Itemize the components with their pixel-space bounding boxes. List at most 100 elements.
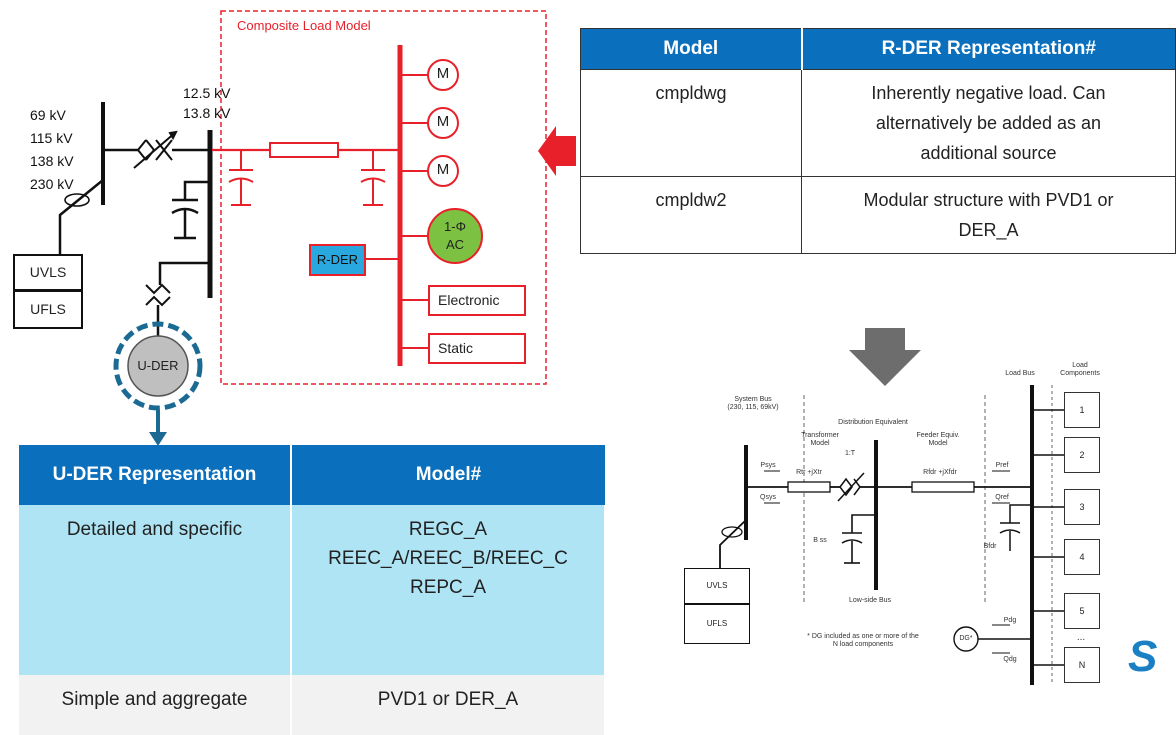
rder-rep-line: alternatively be added as an [875, 113, 1102, 133]
ac-label-ac: AC [445, 237, 465, 252]
load-component-n: N [1064, 647, 1100, 683]
distribution-equivalent-label: Distribution Equivalent [838, 419, 908, 426]
rder-rep-cell: Modular structure with PVD1 or DER_A [801, 176, 1176, 254]
uder-dashed-ring [113, 321, 203, 411]
uder-rep-cell: Simple and aggregate [19, 675, 292, 735]
down-blue-arrow-icon [149, 432, 167, 446]
uder-icon [127, 335, 189, 397]
static-load-box: Static [428, 333, 526, 364]
ac-motor-icon [427, 208, 483, 264]
voltage-13-8: 13.8 kV [183, 105, 231, 121]
left-one-line-diagram [58, 10, 576, 446]
components-ellipsis: ... [1076, 632, 1086, 643]
motor-label-3: M [436, 161, 450, 178]
load-component-4: 4 [1064, 539, 1100, 575]
transformer-model-line: Model [810, 440, 830, 447]
uder-model-cell: REGC_A REEC_A/REEC_B/REEC_C REPC_A [291, 505, 606, 675]
motor-icon-3 [427, 155, 459, 187]
load-components-label: Load Components [1055, 362, 1105, 378]
transformer-model-label: Transformer Model [795, 432, 845, 448]
uder-model-line: REEC_A/REEC_B/REEC_C [328, 548, 568, 569]
uvls-box-right: UVLS [684, 568, 750, 604]
low-side-bus-label: Low-side Bus [848, 597, 892, 604]
rder-rep-line: Modular structure with PVD1 or [863, 190, 1114, 210]
rder-table-header-rep: R-DER Representation# [801, 28, 1176, 70]
load-component-2: 2 [1064, 437, 1100, 473]
uder-model-line: PVD1 or DER_A [377, 689, 519, 710]
dg-p-label: Pdg [1003, 617, 1017, 624]
uder-label: U-DER [137, 358, 179, 373]
load-component-5: 5 [1064, 593, 1100, 629]
lv-capacitor-icon [171, 180, 210, 240]
uder-table: U-DER Representation Model# Detailed and… [19, 445, 606, 735]
tap-label: 1:T [844, 450, 856, 457]
feeder-impedance-label: Rfdr +jXfdr [923, 469, 957, 476]
sys-q-label: Qsys [760, 494, 776, 501]
sys-p-label: Psys [760, 462, 776, 469]
uder-rep-cell: Detailed and specific [19, 505, 292, 675]
dg-note-line: * DG included as one or more of the [807, 633, 919, 640]
system-bus-line: System Bus [734, 396, 772, 403]
uder-table-header-model: Model# [291, 445, 605, 505]
composite-load-model-box [220, 10, 547, 385]
table-row: Detailed and specific REGC_A REEC_A/REEC… [19, 505, 606, 675]
rder-rep-line: DER_A [958, 220, 1019, 240]
motor-label-2: M [436, 113, 450, 130]
voltage-69: 69 kV [30, 107, 66, 123]
system-bus-line: (230, 115, 69kV) [727, 404, 779, 411]
cmpldw-diagram [719, 385, 1065, 685]
feeder-model-label: Feeder Equiv. Model [908, 432, 968, 448]
feeder-impedance-right [911, 481, 975, 493]
transformer-model-line: Transformer [801, 432, 839, 439]
rder-rep-line: Inherently negative load. Can [871, 83, 1106, 103]
rder-rep-cell: Inherently negative load. Can alternativ… [801, 69, 1176, 177]
composite-load-model-title: Composite Load Model [237, 18, 371, 33]
feeder-model-line: Feeder Equiv. [916, 432, 960, 439]
ac-label-phase: 1-Φ [444, 219, 466, 234]
voltage-230: 230 kV [30, 176, 74, 192]
rder-table: Model R-DER Representation# cmpldwg Inhe… [580, 28, 1176, 254]
hv-voltage-labels: 69 kV 115 kV 138 kV 230 kV [30, 104, 74, 196]
load-bus-label: Load Bus [1005, 370, 1035, 377]
motor-label-1: M [436, 65, 450, 82]
xf-impedance [787, 481, 831, 493]
rder-table-header-model: Model [580, 28, 803, 70]
feeder-capacitor-icon-1 [228, 150, 254, 206]
load-components-line: Components [1060, 370, 1100, 377]
feeder-b-label: Bfdr [983, 543, 997, 550]
rder-model-cell: cmpldw2 [580, 176, 802, 254]
rder-box: R-DER [309, 244, 366, 276]
xf-impedance-label: Rtr +jXtr [796, 469, 822, 476]
down-gray-arrow-icon [849, 328, 921, 386]
rder-rep-line: additional source [920, 143, 1057, 163]
voltage-138: 138 kV [30, 153, 74, 169]
load-components-line: Load [1072, 362, 1088, 369]
voltage-115: 115 kV [30, 130, 73, 146]
feeder-capacitor-icon-2 [360, 150, 386, 206]
transformer-symbol [133, 130, 178, 169]
motor-icon-2 [427, 107, 459, 139]
motor-icon-1 [427, 59, 459, 91]
dg-note: * DG included as one or more of the N lo… [778, 633, 948, 649]
lv-voltage-labels: 12.5 kV 13.8 kV [183, 83, 230, 123]
feeder-impedance [269, 142, 339, 158]
load-component-3: 3 [1064, 489, 1100, 525]
rder-model-cell: cmpldwg [580, 69, 802, 177]
uder-model-line: REPC_A [409, 577, 487, 598]
uder-model-line: REGC_A [408, 519, 488, 540]
load-q-label: Qref [995, 494, 1009, 501]
load-p-label: Pref [995, 462, 1009, 469]
shunt-b-label: B ss [813, 537, 827, 544]
hv-feed-line [58, 179, 104, 255]
load-component-1: 1 [1064, 392, 1100, 428]
table-row: cmpldw2 Modular structure with PVD1 or D… [580, 176, 1176, 254]
voltage-12-5: 12.5 kV [183, 85, 231, 101]
electronic-load-box: Electronic [428, 285, 526, 316]
ufls-box-right: UFLS [684, 604, 750, 644]
logo-fragment: S [1128, 637, 1158, 677]
table-row: Simple and aggregate PVD1 or DER_A [19, 675, 606, 735]
ct-ring [64, 193, 90, 207]
ac-label: 1-Φ AC [430, 218, 480, 254]
dg-q-label: Qdg [1003, 656, 1017, 663]
uvls-box: UVLS [13, 254, 83, 291]
